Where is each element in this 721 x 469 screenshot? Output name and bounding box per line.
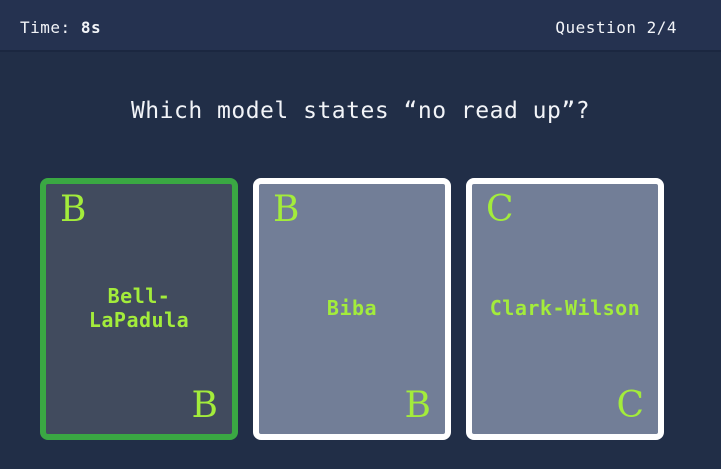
card-corner-letter: C <box>616 385 644 426</box>
card-corner-letter: B <box>60 189 87 230</box>
answer-card-bell-lapadula[interactable]: B Bell-LaPadula B <box>40 178 238 440</box>
card-label: Biba <box>326 296 378 320</box>
card-label: Bell-LaPadula <box>88 284 190 332</box>
card-label: Clark-Wilson <box>489 296 641 320</box>
top-bar: Time: 8s Question 2/4 <box>0 0 721 52</box>
answer-cards-row: B Bell-LaPadula B B Biba B C Clark-Wilso… <box>0 178 721 440</box>
card-corner-letter: B <box>191 385 218 426</box>
card-corner-letter: C <box>486 189 514 230</box>
timer: Time: 8s <box>20 18 101 37</box>
question-text: Which model states “no read up”? <box>130 98 591 124</box>
question-counter: Question 2/4 <box>555 17 677 37</box>
card-corner-letter: B <box>404 385 431 426</box>
answer-card-biba[interactable]: B Biba B <box>253 178 451 440</box>
answer-card-clark-wilson[interactable]: C Clark-Wilson C <box>466 178 664 440</box>
card-corner-letter: B <box>273 189 300 230</box>
timer-label: Time: <box>20 17 71 37</box>
timer-value: 8s <box>80 17 102 37</box>
